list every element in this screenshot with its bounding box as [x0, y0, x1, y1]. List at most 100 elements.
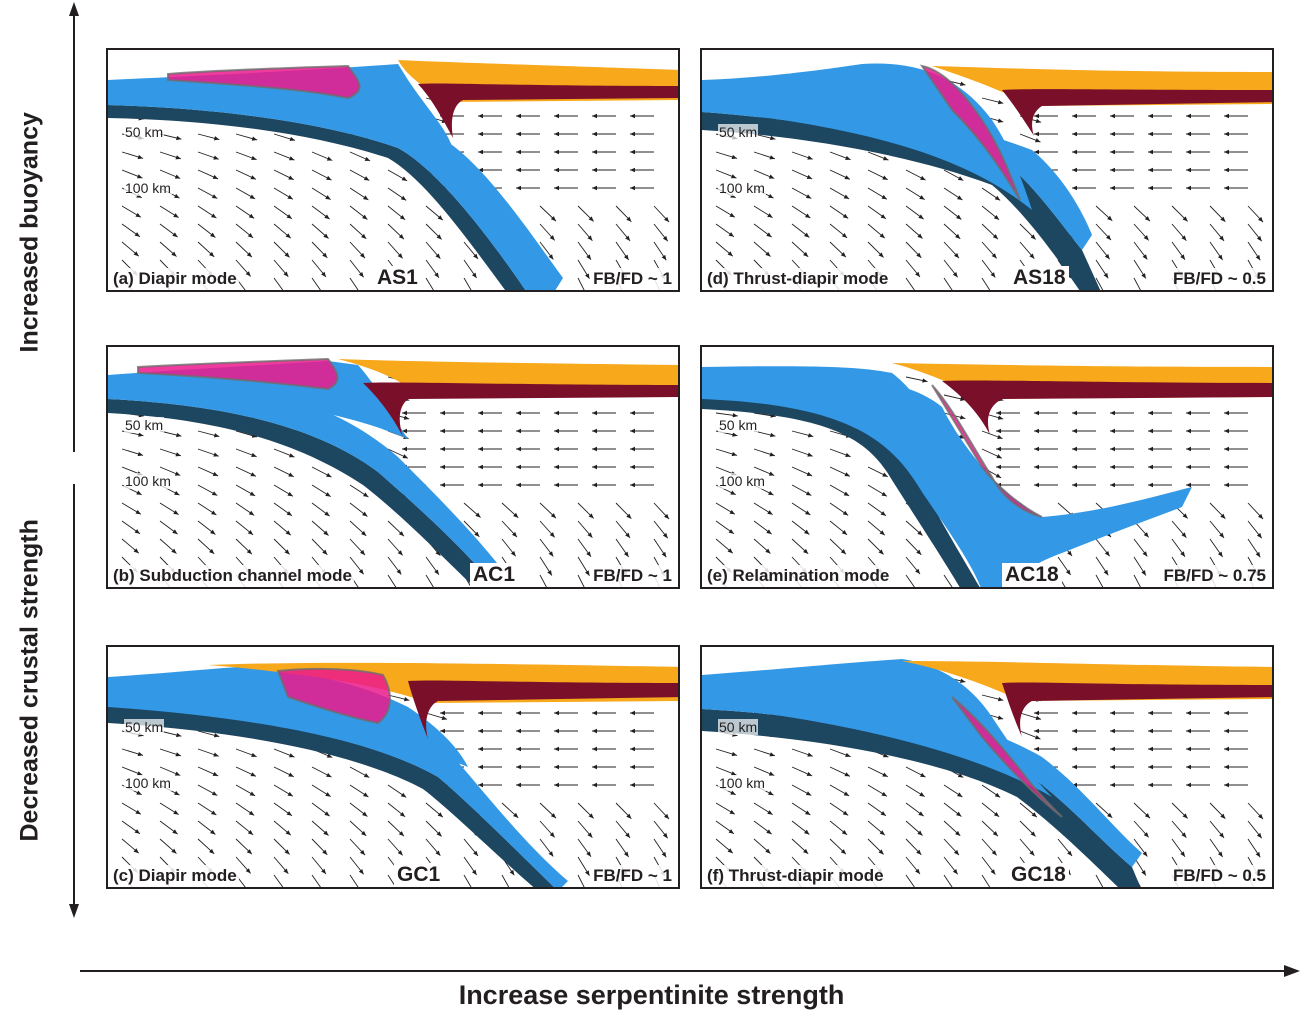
velocity-arrow-head	[435, 253, 441, 259]
velocity-arrow-head	[174, 771, 181, 776]
velocity-arrow-head	[841, 529, 848, 535]
velocity-arrow-head	[358, 868, 364, 875]
velocity-arrow-head	[626, 216, 632, 222]
panel-caption: (d) Thrust-diapir mode	[705, 268, 891, 290]
velocity-arrow-head	[358, 888, 363, 889]
velocity-arrow-head	[321, 868, 326, 874]
velocity-arrow-head	[288, 175, 294, 180]
velocity-arrow-head	[211, 194, 218, 199]
velocity-arrow-head	[554, 167, 559, 173]
velocity-arrow-head	[1148, 428, 1153, 434]
velocity-arrow-head	[1034, 746, 1039, 752]
velocity-arrow-head	[1034, 728, 1039, 734]
velocity-arrow-head	[1141, 570, 1146, 576]
velocity-arrow	[501, 874, 510, 887]
velocity-arrow-head	[804, 829, 810, 835]
velocity-arrow-head	[478, 446, 483, 452]
velocity-arrow-head	[1219, 832, 1225, 838]
velocity-arrow-head	[806, 174, 813, 179]
velocity-arrow-head	[1142, 851, 1148, 857]
velocity-arrow	[311, 874, 321, 887]
velocity-arrow-head	[1186, 464, 1191, 470]
velocity-arrow-head	[588, 216, 594, 222]
velocity-arrow-head	[1256, 832, 1262, 839]
velocity-arrow-head	[210, 232, 216, 238]
velocity-arrow-head	[1224, 728, 1229, 734]
velocity-arrow-head	[433, 888, 437, 889]
velocity-arrow-head	[326, 472, 332, 478]
velocity-arrow-head	[1110, 185, 1115, 191]
velocity-arrow	[311, 277, 321, 290]
velocity-arrow-head	[325, 195, 331, 200]
velocity-arrow-head	[918, 214, 924, 220]
velocity-arrow-head	[397, 253, 403, 259]
panel-caption: (a) Diapir mode	[111, 268, 239, 290]
velocity-arrow-head	[768, 193, 774, 199]
velocity-arrow-head	[1181, 235, 1187, 241]
velocity-arrow-head	[285, 530, 291, 536]
velocity-arrow-head	[1141, 273, 1146, 279]
velocity-arrow-head	[440, 464, 445, 470]
velocity-arrow-head	[956, 214, 962, 220]
velocity-arrow-head	[807, 752, 813, 757]
oceanic-lithosphere	[108, 399, 495, 587]
velocity-arrow-head	[592, 113, 597, 119]
velocity-arrow-head	[478, 728, 483, 734]
velocity-arrow-head	[728, 232, 734, 237]
panel-caption: (f) Thrust-diapir mode	[705, 865, 886, 887]
velocity-arrow-head	[630, 482, 635, 488]
velocity-arrow-head	[997, 415, 1004, 420]
velocity-arrow-head	[173, 510, 179, 515]
velocity-arrow-head	[844, 175, 850, 180]
velocity-arrow-head	[1148, 446, 1153, 452]
velocity-arrow-head	[282, 587, 287, 589]
velocity-arrow-head	[729, 809, 735, 815]
velocity-arrow-head	[137, 154, 144, 160]
velocity-arrow-head	[592, 764, 597, 770]
velocity-arrow	[1095, 874, 1104, 887]
velocity-arrow-head	[245, 868, 251, 874]
velocity-arrow-head	[1035, 715, 1042, 721]
subducting-slab	[702, 367, 1192, 587]
velocity-arrow-head	[440, 410, 445, 416]
velocity-arrow-head	[1148, 464, 1153, 470]
velocity-arrow-head	[433, 291, 437, 292]
velocity-arrow-head	[433, 588, 437, 589]
velocity-arrow-head	[1255, 254, 1261, 261]
velocity-arrow-head	[843, 491, 850, 496]
velocity-arrow-head	[358, 291, 363, 292]
velocity-arrow-head	[176, 432, 182, 438]
velocity-arrow-head	[397, 550, 403, 556]
velocity-arrow-head	[731, 751, 738, 757]
velocity-arrow-head	[554, 446, 559, 452]
velocity-arrow-head	[840, 849, 846, 855]
velocity-arrow-head	[402, 410, 407, 416]
velocity-arrow-head	[1256, 532, 1262, 539]
velocity-arrow-head	[1148, 167, 1153, 173]
velocity-arrow-head	[803, 848, 809, 854]
velocity-arrow	[273, 277, 284, 290]
depth-label-100: 100 km	[718, 180, 766, 196]
velocity-arrow-head	[662, 532, 668, 539]
velocity-arrow-head	[283, 271, 289, 277]
velocity-arrow-head	[174, 174, 181, 179]
velocity-arrow-head	[289, 136, 296, 142]
velocity-arrow-head	[1148, 746, 1153, 752]
continental-lower-crust	[1002, 89, 1272, 136]
panel-c: 50 km 100 km (c) Diapir mode GC1 FB/FD ~…	[106, 645, 680, 889]
velocity-arrow-head	[554, 428, 559, 434]
velocity-arrow-head	[251, 155, 257, 160]
velocity-arrow-head	[283, 868, 289, 874]
velocity-arrow	[425, 574, 434, 587]
velocity-arrow-head	[920, 175, 926, 181]
panel-ratio: FB/FD ~ 0.75	[1161, 565, 1268, 587]
velocity-arrow-head	[845, 155, 851, 160]
panel-a: 50 km 100 km (a) Diapir mode AS1 FB/FD ~…	[106, 48, 680, 292]
velocity-arrow-head	[134, 829, 140, 834]
velocity-arrow-head	[992, 234, 998, 240]
velocity-arrow-head	[881, 791, 887, 797]
velocity-arrow-head	[918, 811, 924, 817]
velocity-arrow	[981, 874, 991, 887]
velocity-arrow	[943, 277, 953, 290]
velocity-arrow-head	[402, 454, 408, 459]
